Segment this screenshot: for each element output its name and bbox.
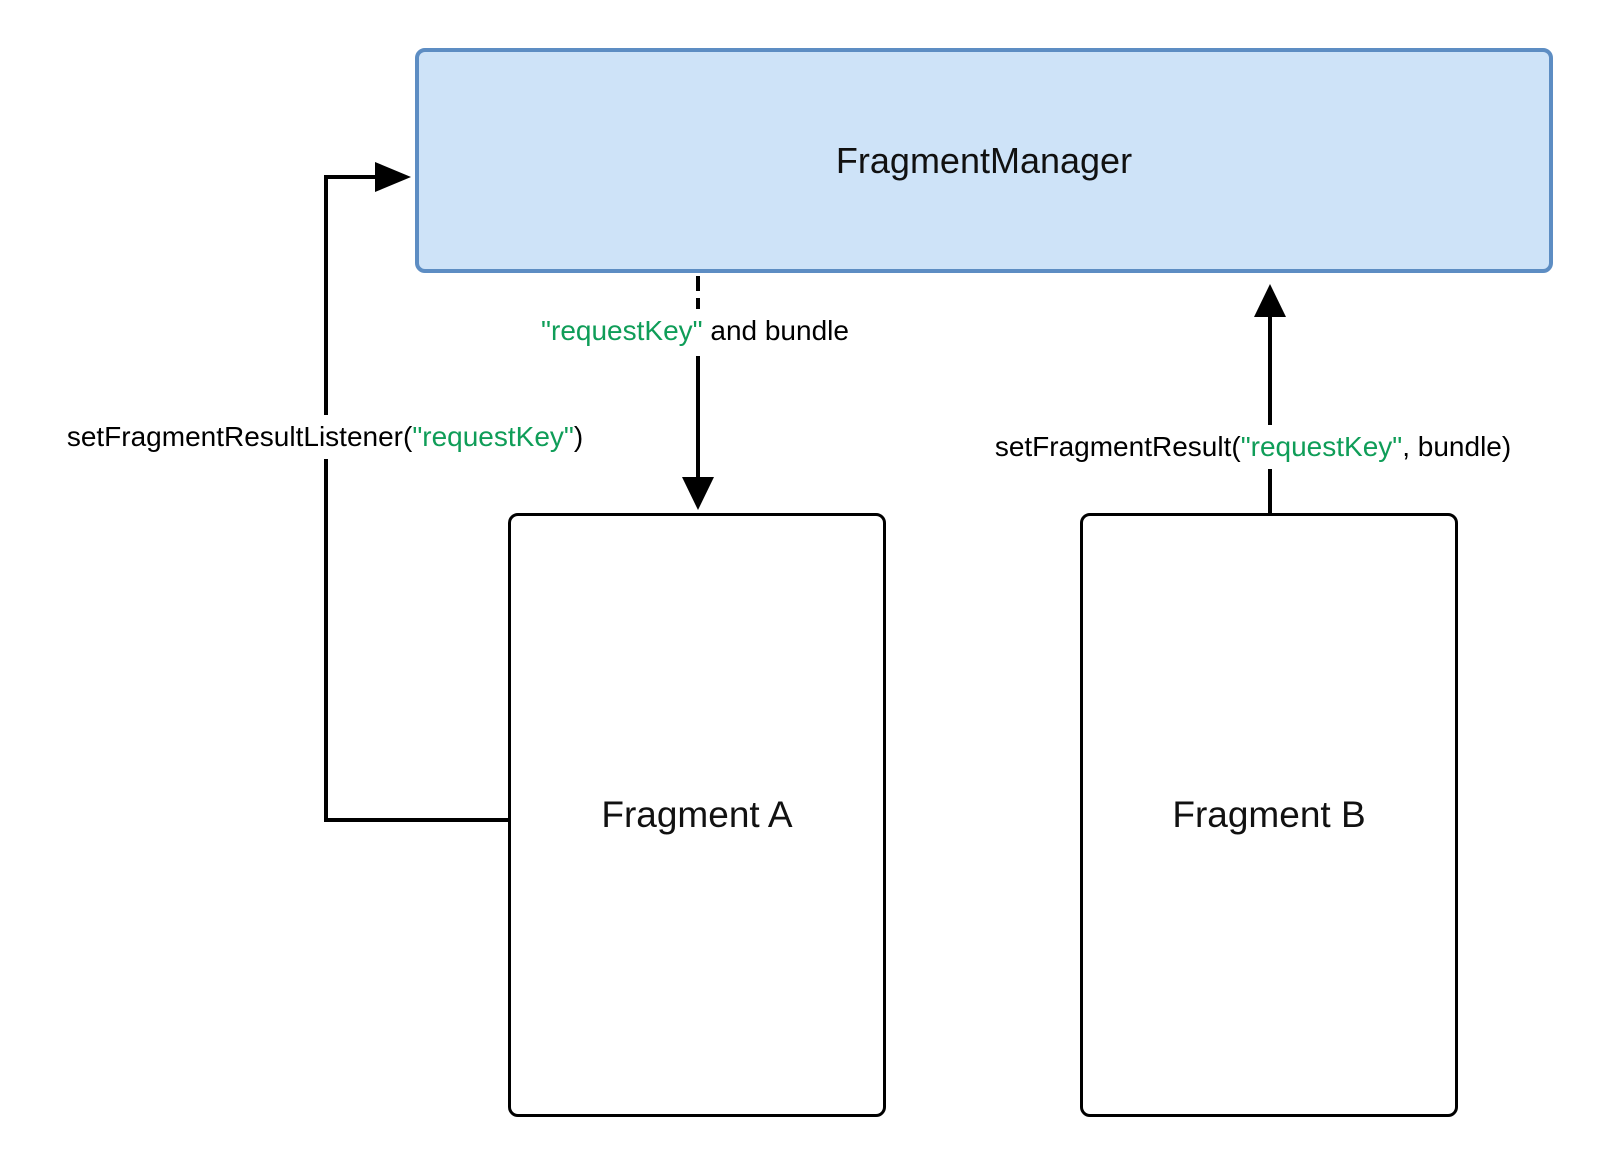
up-arrowhead-icon	[1254, 284, 1286, 317]
deliver-label-text: and bundle	[702, 315, 849, 346]
result-edge-label: setFragmentResult("requestKey", bundle)	[984, 425, 1522, 469]
right-arrowhead-icon	[375, 162, 411, 192]
result-arrow	[1254, 284, 1286, 513]
listener-request-key: "requestKey"	[412, 421, 574, 452]
down-arrowhead-icon	[682, 477, 714, 510]
listener-label-post: )	[573, 421, 584, 452]
fragment-manager-label: FragmentManager	[835, 139, 1133, 181]
listener-arrow	[324, 162, 508, 822]
deliver-edge-label: "requestKey" and bundle	[531, 309, 859, 353]
fragment-b-box: Fragment B	[1080, 513, 1458, 1117]
result-request-key: "requestKey"	[1240, 431, 1403, 462]
deliver-request-key: "requestKey"	[541, 315, 703, 346]
listener-label-pre: setFragmentResultListener(	[66, 421, 413, 452]
result-label-pre: setFragmentResult(	[994, 431, 1241, 462]
deliver-arrow	[682, 276, 714, 510]
fragment-a-label: Fragment A	[601, 794, 793, 835]
fragment-manager-box: FragmentManager	[415, 48, 1553, 273]
result-label-post: , bundle)	[1402, 431, 1512, 462]
fragment-a-box: Fragment A	[508, 513, 886, 1117]
listener-edge-label: setFragmentResultListener("requestKey")	[56, 415, 594, 459]
fragment-b-label: Fragment B	[1172, 794, 1366, 835]
